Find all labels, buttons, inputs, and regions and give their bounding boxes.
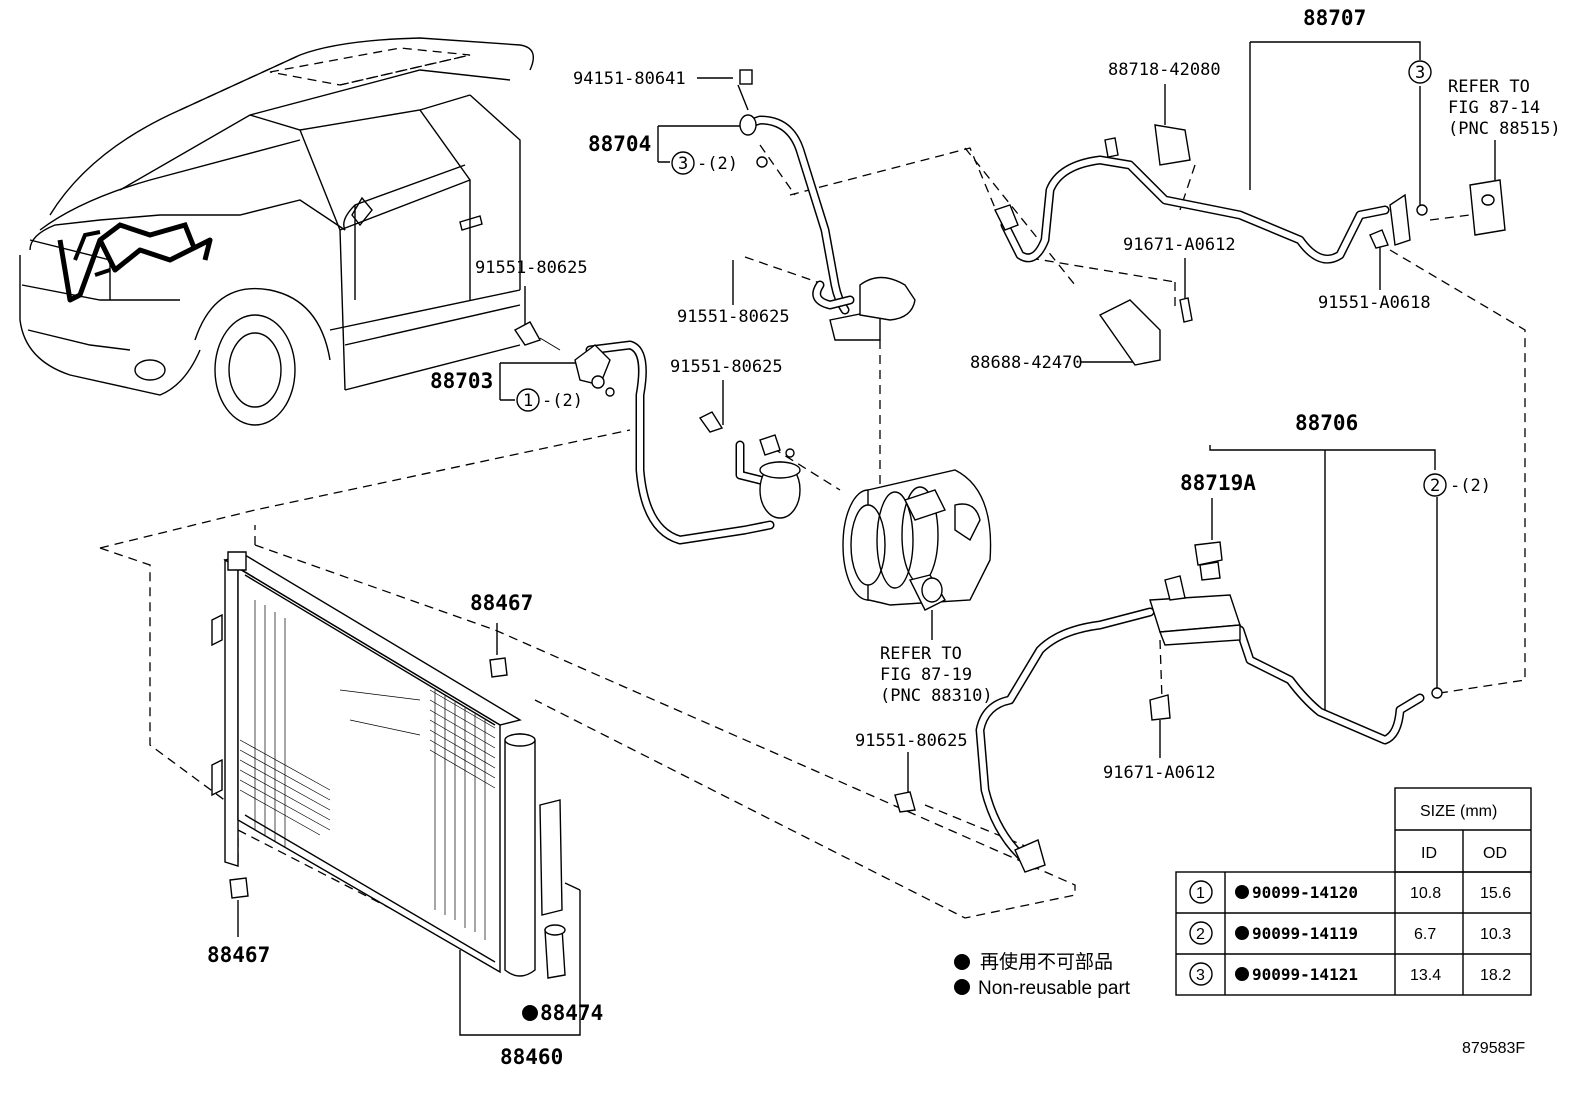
label-88704: 88704 [588, 132, 651, 156]
ref-fig87-19-line1: REFER TO [880, 644, 962, 664]
label-88703: 88703 [430, 369, 493, 393]
table-row-1-id: 10.8 [1410, 885, 1441, 902]
table-row-3-part: 90099-14121 [1252, 965, 1358, 984]
non-reusable-dot-88474 [522, 1005, 538, 1021]
table-row-2-part: 90099-14119 [1252, 924, 1358, 943]
ref-fig87-14-line1: REFER TO [1448, 77, 1530, 97]
label-88467-bottom: 88467 [207, 943, 270, 967]
table-row-3-ref-circle [1189, 962, 1213, 986]
size-table: SIZE (mm) ID OD 1 90099-14120 10.8 15.6 … [1175, 787, 1532, 996]
label-88474: 88474 [540, 1001, 603, 1025]
circle-ref-3-b-text: 3 [1415, 63, 1425, 83]
table-row-2-id: 6.7 [1414, 926, 1436, 943]
label-88719A: 88719A [1180, 471, 1256, 495]
circle-ref-3-text: 3 [678, 154, 688, 174]
label-91551-80625-d: 91551-80625 [855, 731, 968, 751]
circle-ref-1 [516, 388, 540, 412]
table-row-3-ref: 3 [1196, 967, 1205, 984]
part-labels: 94151-80641 88704 3 -(2) 88707 3 88718-4… [207, 6, 1561, 1069]
table-row-1-ref: 1 [1196, 885, 1205, 902]
label-91551-80625-b: 91551-80625 [677, 307, 790, 327]
label-91671-A0612-bottom: 91671-A0612 [1103, 763, 1216, 783]
label-94151-80641: 94151-80641 [573, 69, 686, 89]
condenser-88460 [211, 551, 566, 979]
label-88707: 88707 [1303, 6, 1366, 30]
hose-88707 [994, 124, 1506, 366]
legend-dot-en [954, 979, 970, 995]
label-91551-A0618: 91551-A0618 [1318, 293, 1431, 313]
label-88706: 88706 [1295, 411, 1358, 435]
suction-hose-88703 [513, 321, 801, 545]
table-row-2-ref-circle [1189, 921, 1213, 945]
label-88718-42080: 88718-42080 [1108, 60, 1221, 80]
label-91551-80625-a: 91551-80625 [475, 258, 588, 278]
label-88467-top: 88467 [470, 591, 533, 615]
size-table-header: SIZE (mm) [1420, 803, 1497, 820]
circle-ref-2-text: 2 [1430, 476, 1440, 496]
circle-ref-3-b [1408, 60, 1432, 84]
legend: 再使用不可部品 Non-reusable part [954, 951, 1131, 999]
figure-code: 879583F [1462, 1040, 1525, 1057]
label-91671-A0612-top: 91671-A0612 [1123, 235, 1236, 255]
ref-fig87-14-line2: FIG 87-14 [1448, 98, 1540, 118]
table-row-3-id: 13.4 [1410, 967, 1441, 984]
circle-ref-1-text: 1 [523, 391, 533, 411]
ref-fig87-19-line3: (PNC 88310) [880, 686, 993, 706]
legend-jp-text: 再使用不可部品 [980, 951, 1113, 973]
circle-ref-3 [671, 151, 695, 175]
table-row-1-part: 90099-14120 [1252, 883, 1358, 902]
label-88703-qty: -(2) [542, 391, 583, 411]
table-row-1-od: 15.6 [1480, 885, 1511, 902]
ref-fig87-19-line2: FIG 87-19 [880, 665, 972, 685]
discharge-hose-88704 [737, 69, 916, 341]
size-table-col-id: ID [1421, 845, 1437, 862]
label-88460: 88460 [500, 1045, 563, 1069]
table-row-2-dot [1235, 926, 1249, 940]
pipe-88706 [894, 541, 1443, 873]
table-row-1-ref-circle [1189, 880, 1213, 904]
legend-en-text: Non-reusable part [978, 978, 1131, 999]
table-row-3-dot [1235, 967, 1249, 981]
label-88706-qty: -(2) [1450, 476, 1491, 496]
circle-ref-2 [1423, 473, 1447, 497]
label-88688-42470: 88688-42470 [970, 353, 1083, 373]
label-88704-qty: -(2) [697, 154, 738, 174]
compressor [842, 469, 992, 611]
table-row-1-dot [1235, 885, 1249, 899]
table-row-2-od: 10.3 [1480, 926, 1511, 943]
leader-lines [99, 41, 1526, 1036]
ref-fig87-14-line3: (PNC 88515) [1448, 119, 1561, 139]
vehicle-illustration [19, 37, 534, 426]
size-table-col-od: OD [1483, 845, 1507, 862]
table-row-2-ref: 2 [1196, 926, 1205, 943]
label-91551-80625-c: 91551-80625 [670, 357, 783, 377]
legend-dot-jp [954, 954, 970, 970]
table-row-3-od: 18.2 [1480, 967, 1511, 984]
